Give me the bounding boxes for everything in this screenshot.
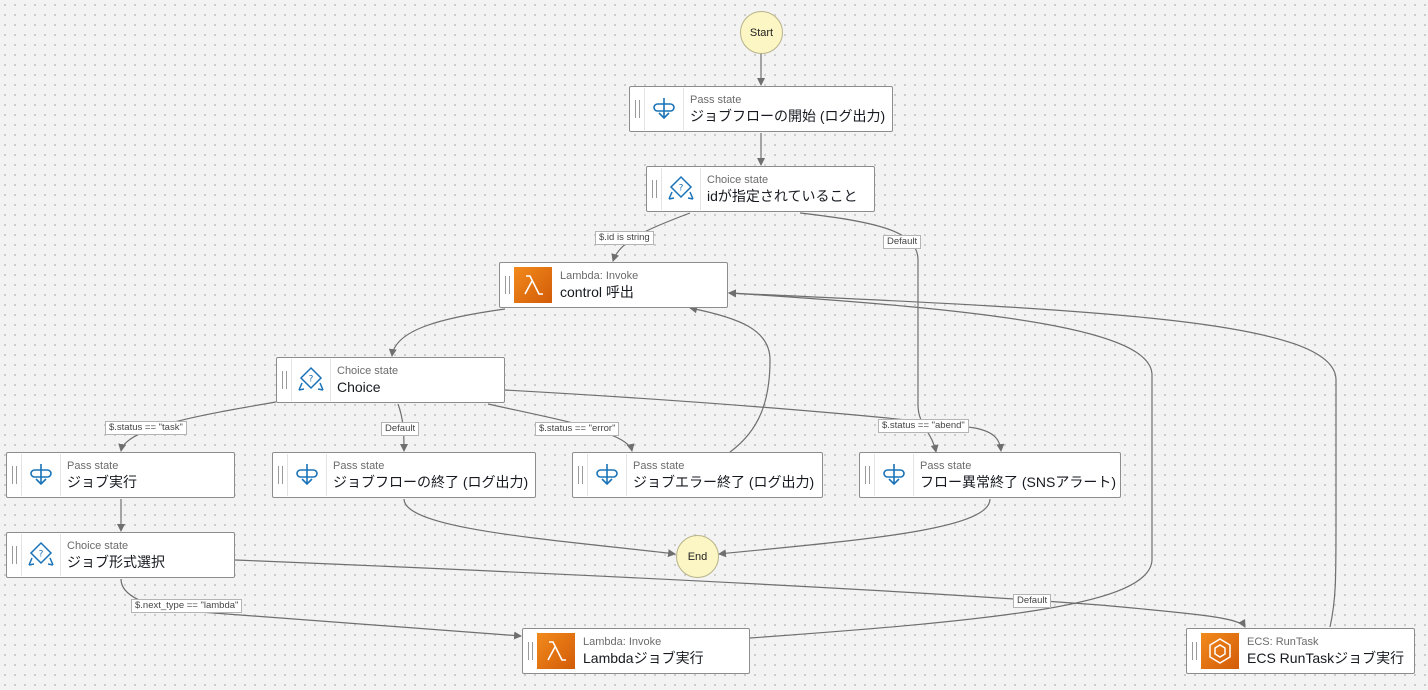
state-lambda-job[interactable]: Lambda: Invoke Lambdaジョブ実行: [522, 628, 750, 674]
start-label: Start: [749, 26, 774, 39]
state-name: ジョブ実行: [67, 473, 137, 490]
drag-handle[interactable]: [630, 87, 644, 131]
svg-text:?: ?: [309, 375, 314, 385]
state-id-check[interactable]: ? Choice state idが指定されていること: [646, 166, 875, 212]
end-node[interactable]: End: [676, 535, 719, 578]
edge-jobtype-ecs: [234, 559, 1246, 628]
drag-handle[interactable]: [1187, 629, 1201, 673]
state-name: ECS RunTaskジョブ実行: [1247, 649, 1405, 666]
state-flow-abend[interactable]: Pass state フロー異常終了 (SNSアラート): [859, 452, 1121, 498]
state-kind: Pass state: [333, 459, 385, 472]
edge-joberror-control: [689, 305, 771, 453]
pass-state-icon: [587, 454, 627, 496]
state-name: ジョブエラー終了 (ログ出力): [633, 473, 815, 490]
state-kind: Pass state: [690, 93, 742, 106]
state-kind: Choice state: [337, 364, 399, 377]
edge-label-id-default: Default: [883, 235, 922, 249]
state-flow-end[interactable]: Pass state ジョブフローの終了 (ログ出力): [272, 452, 536, 498]
drag-handle[interactable]: [277, 358, 291, 402]
state-name: idが指定されていること: [707, 187, 858, 204]
drag-handle[interactable]: [860, 453, 874, 497]
edge-label-status-task: $.status == "task": [105, 421, 187, 435]
edge-control-choice: [388, 308, 506, 357]
choice-state-icon: ?: [291, 359, 331, 401]
state-job-error[interactable]: Pass state ジョブエラー終了 (ログ出力): [572, 452, 823, 498]
pass-state-icon: [874, 454, 914, 496]
edge-label-status-default: Default: [381, 422, 420, 436]
state-job-exec[interactable]: Pass state ジョブ実行: [6, 452, 235, 498]
state-kind: ECS: RunTask: [1247, 635, 1319, 648]
edge-lambda-control: [728, 289, 1153, 639]
state-control[interactable]: Lambda: Invoke control 呼出: [499, 262, 728, 308]
edge-ecs-control: [728, 289, 1337, 628]
drag-handle[interactable]: [647, 167, 661, 211]
drag-handle[interactable]: [273, 453, 287, 497]
state-kind: Choice state: [707, 173, 769, 186]
state-name: フロー異常終了 (SNSアラート): [920, 473, 1116, 490]
drag-handle[interactable]: [7, 453, 21, 497]
lambda-icon: [537, 633, 575, 669]
edge-flowend-end: [403, 498, 676, 558]
choice-state-icon: ?: [21, 534, 61, 576]
state-kind: Pass state: [633, 459, 685, 472]
state-name: ジョブフローの開始 (ログ出力): [690, 107, 886, 124]
state-kind: Choice state: [67, 539, 129, 552]
edge-choice-abend: [504, 389, 1005, 452]
pass-state-icon: [287, 454, 327, 496]
state-name: ジョブフローの終了 (ログ出力): [333, 473, 529, 490]
edge-label-next-default: Default: [1013, 594, 1052, 608]
edge-label-next-lambda: $.next_type == "lambda": [131, 599, 243, 613]
drag-handle[interactable]: [573, 453, 587, 497]
svg-text:?: ?: [679, 184, 684, 194]
state-name: control 呼出: [560, 283, 634, 300]
pass-state-icon: [644, 88, 684, 130]
start-node[interactable]: Start: [740, 11, 783, 54]
state-name: Choice: [337, 378, 381, 395]
state-kind: Lambda: Invoke: [583, 635, 662, 648]
edge-abend-end: [718, 498, 991, 558]
pass-state-icon: [21, 454, 61, 496]
state-ecs-job[interactable]: ECS: RunTask ECS RunTaskジョブ実行: [1186, 628, 1415, 674]
edge-label-status-abend: $.status == "abend": [878, 419, 969, 433]
edge-label-status-error: $.status == "error": [535, 422, 620, 436]
choice-state-icon: ?: [661, 168, 701, 210]
lambda-icon: [514, 267, 552, 303]
end-label: End: [687, 550, 708, 563]
state-choice[interactable]: ? Choice state Choice: [276, 357, 505, 403]
state-kind: Pass state: [67, 459, 119, 472]
drag-handle[interactable]: [7, 533, 21, 577]
edge-label-id-string: $.id is string: [595, 231, 654, 245]
state-name: Lambdaジョブ実行: [583, 649, 704, 666]
state-kind: Lambda: Invoke: [560, 269, 639, 282]
ecs-icon: [1201, 633, 1239, 669]
drag-handle[interactable]: [500, 263, 514, 307]
state-log-start[interactable]: Pass state ジョブフローの開始 (ログ出力): [629, 86, 893, 132]
state-name: ジョブ形式選択: [67, 553, 165, 570]
state-kind: Pass state: [920, 459, 972, 472]
drag-handle[interactable]: [523, 629, 537, 673]
state-job-type[interactable]: ? Choice state ジョブ形式選択: [6, 532, 235, 578]
svg-text:?: ?: [39, 550, 44, 560]
